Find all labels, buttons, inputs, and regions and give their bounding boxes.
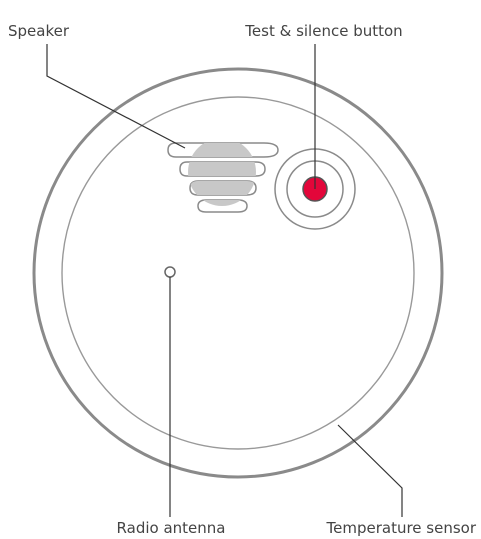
speaker-label: Speaker (8, 22, 70, 40)
alarm-body (34, 69, 442, 477)
test-button-label: Test & silence button (244, 22, 402, 40)
temperature-sensor-label: Temperature sensor (326, 519, 477, 537)
outer-rim (34, 69, 442, 477)
radio-antenna-hole (165, 267, 175, 277)
radio-antenna-label: Radio antenna (117, 519, 226, 537)
